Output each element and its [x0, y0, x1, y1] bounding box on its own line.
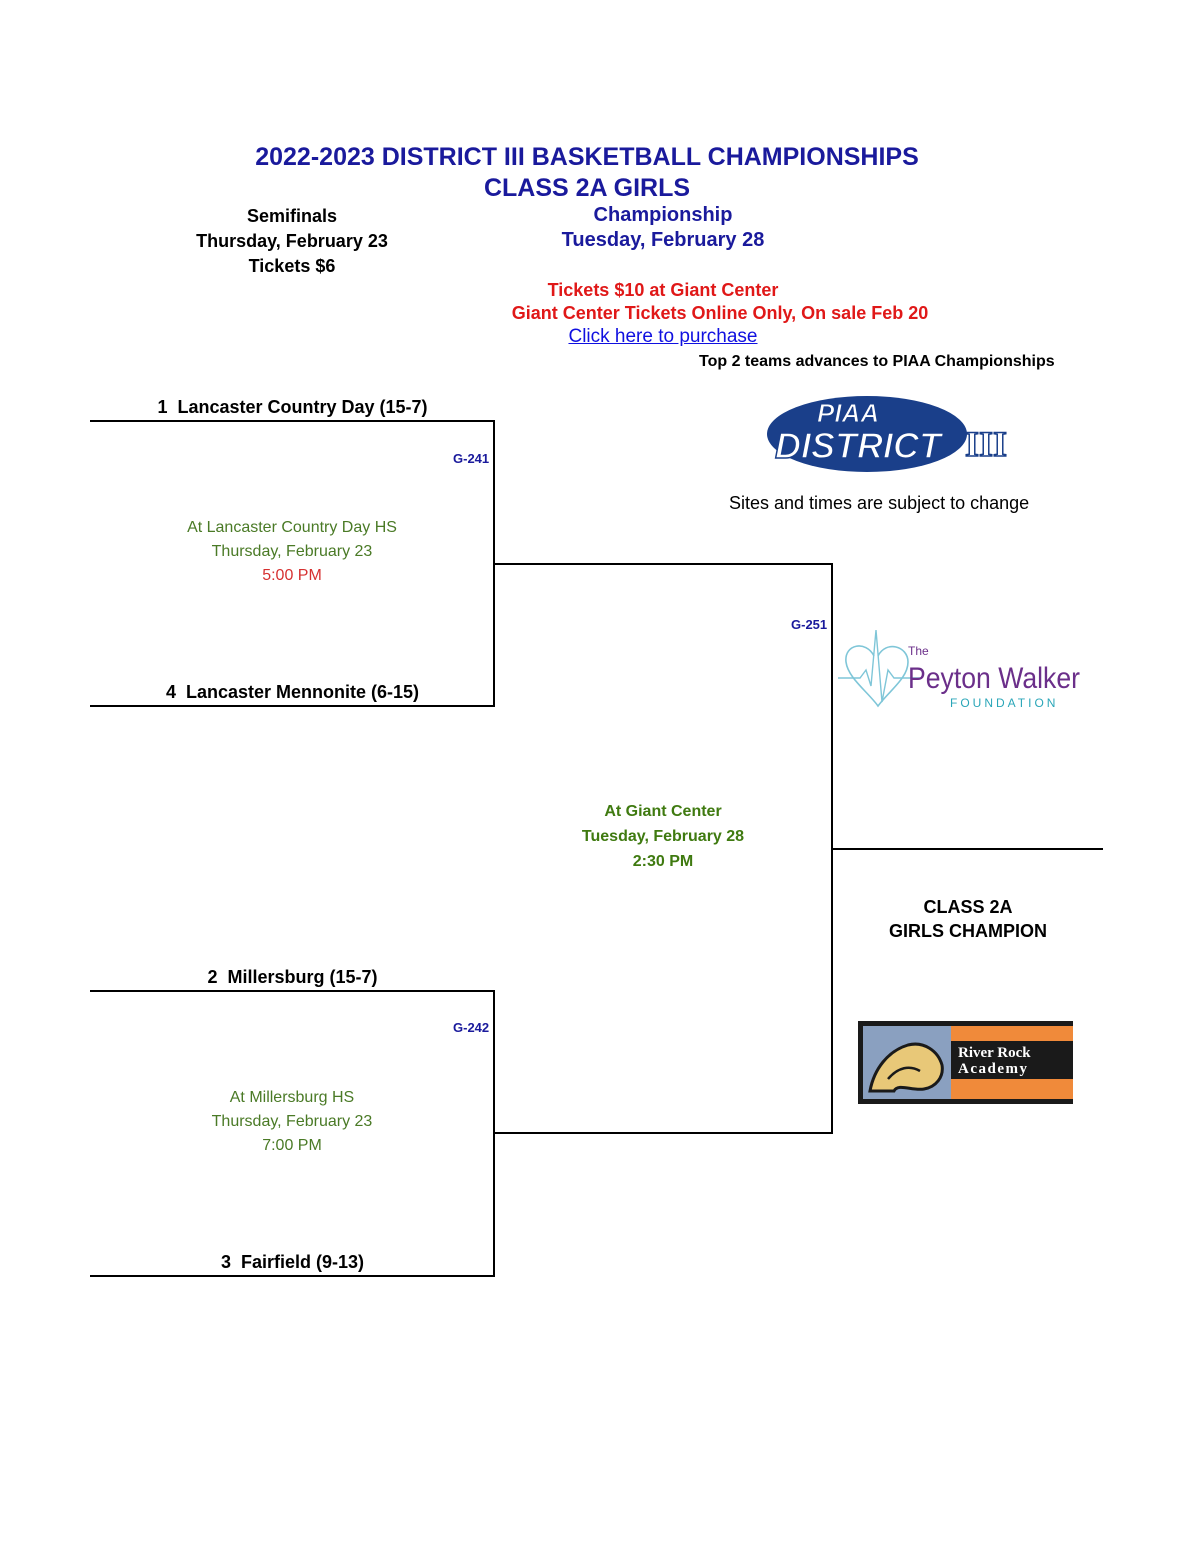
champion-label-line-1: CLASS 2A — [923, 897, 1013, 917]
semifinals-date: Thursday, February 23 — [196, 231, 388, 251]
piaa-logo-main-text: DISTRICT — [775, 425, 944, 466]
ticket-info-line-2: Giant Center Tickets Online Only, On sal… — [511, 303, 929, 323]
team-slot-2: 2 Millersburg (15-7) — [207, 967, 378, 987]
bracket-line-champion — [831, 848, 1103, 850]
bracket-line-team1 — [90, 420, 495, 422]
bracket-line-winner-g241 — [493, 563, 833, 565]
game-time-g242: 7:00 PM — [262, 1137, 322, 1154]
game-code-g242: G-242 — [453, 1020, 490, 1035]
piaa-logo-top-text: PIAA — [817, 398, 879, 428]
semifinals-tickets: Tickets $6 — [248, 256, 336, 276]
championship-label: Championship — [593, 204, 733, 226]
semifinals-header: Semifinals Thursday, February 23 Tickets… — [142, 204, 442, 279]
game-info-g241: At Lancaster Country Day HS Thursday, Fe… — [142, 516, 442, 588]
peyton-logo-foundation: FOUNDATION — [950, 696, 1058, 710]
game-site-g242: At Millersburg HS — [229, 1089, 355, 1106]
river-rock-logo-line-1: River Rock — [958, 1045, 1031, 1061]
bracket-line-team3 — [90, 1275, 495, 1277]
team-slot-1: 1 Lancaster Country Day (15-7) — [157, 397, 428, 417]
game-code-g241: G-241 — [453, 451, 490, 466]
game-date-g242: Thursday, February 23 — [211, 1113, 373, 1130]
heart-icon — [845, 645, 909, 708]
river-rock-logo-line-2: Academy — [958, 1061, 1029, 1077]
title-line-1: 2022-2023 DISTRICT III BASKETBALL CHAMPI… — [255, 143, 919, 171]
page-title: 2022-2023 DISTRICT III BASKETBALL CHAMPI… — [0, 142, 1174, 204]
game-date-g241: Thursday, February 23 — [211, 543, 373, 560]
game-code-g251: G-251 — [791, 617, 828, 632]
team-slot-3: 3 Fairfield (9-13) — [220, 1252, 365, 1272]
game-date-g251: Tuesday, February 28 — [581, 828, 745, 845]
bracket-line-team4 — [90, 705, 495, 707]
game-time-g241: 5:00 PM — [262, 567, 322, 584]
semifinals-label: Semifinals — [246, 206, 338, 226]
championship-date: Tuesday, February 28 — [561, 229, 765, 251]
championship-header: Championship Tuesday, February 28 — [513, 203, 813, 253]
champion-label: CLASS 2A GIRLS CHAMPION — [818, 895, 1118, 943]
piaa-district-logo: PIAA DISTRICT III — [765, 388, 1027, 480]
game-site-g251: At Giant Center — [604, 803, 722, 820]
schedule-notice: Sites and times are subject to change — [729, 493, 1030, 513]
river-rock-logo: River Rock Academy — [858, 1021, 1073, 1104]
title-line-2: CLASS 2A GIRLS — [483, 174, 691, 202]
bracket-line-winner-g242 — [493, 1132, 833, 1134]
game-info-g251: At Giant Center Tuesday, February 28 2:3… — [513, 799, 813, 874]
peyton-walker-logo: The Peyton Walker FOUNDATION — [838, 626, 1088, 716]
champion-label-line-2: GIRLS CHAMPION — [888, 921, 1047, 941]
bracket-line-team2 — [90, 990, 495, 992]
ticket-info-line-1: Tickets $10 at Giant Center — [547, 280, 779, 300]
piaa-logo-numeral: III — [965, 424, 1007, 464]
game-time-g251: 2:30 PM — [632, 853, 694, 870]
game-info-g242: At Millersburg HS Thursday, February 23 … — [142, 1086, 442, 1158]
advance-note: Top 2 teams advances to PIAA Championshi… — [699, 353, 1055, 370]
game-site-g241: At Lancaster Country Day HS — [187, 519, 397, 536]
peyton-logo-the: The — [908, 644, 929, 658]
team-slot-4: 4 Lancaster Mennonite (6-15) — [165, 682, 420, 702]
purchase-link[interactable]: Click here to purchase — [568, 326, 758, 347]
peyton-logo-name: Peyton Walker — [908, 662, 1080, 695]
heartbeat-icon — [838, 629, 920, 703]
